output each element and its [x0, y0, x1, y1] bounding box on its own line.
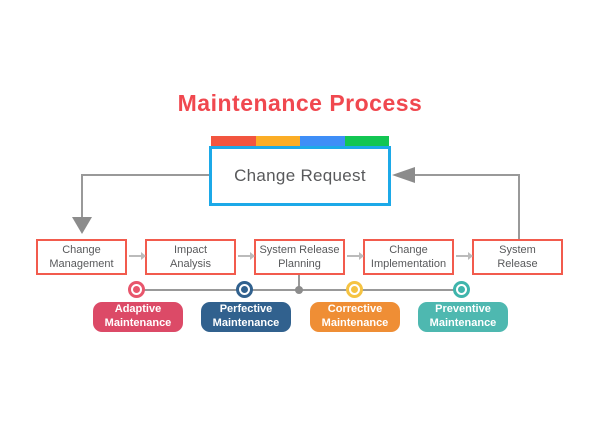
step-label-line: Management [49, 258, 114, 270]
flow-arrow-left-horizontal [81, 174, 209, 176]
pill-preventive-maintenance: Preventive Maintenance [418, 302, 508, 332]
step-change-implementation: Change Implementation [363, 239, 454, 275]
marker-dot [133, 286, 140, 293]
step-change-management: Change Management [36, 239, 127, 275]
step-label-line: Impact [173, 243, 207, 256]
step-connector-dash [456, 255, 468, 257]
pill-label-line: Maintenance [429, 317, 497, 329]
pill-label-line: Maintenance [321, 317, 389, 329]
step-label-line: Change [389, 243, 428, 256]
pill-adaptive-maintenance: Adaptive Maintenance [93, 302, 183, 332]
pill-perfective-maintenance: Perfective Maintenance [201, 302, 291, 332]
pill-label-line: Corrective [327, 303, 383, 316]
step-label-line: Planning [278, 258, 321, 270]
step-system-release-planning: System Release Planning [254, 239, 345, 275]
pill-label-line: Preventive [435, 303, 491, 316]
timeline-marker-preventive [453, 281, 470, 298]
timeline-junction-dot [295, 286, 303, 294]
timeline-marker-perfective [236, 281, 253, 298]
step-label-line: Implementation [370, 258, 447, 270]
flow-arrow-left-vertical [81, 174, 83, 217]
flow-arrow-right-vertical [518, 174, 520, 239]
marker-dot [458, 286, 465, 293]
step-impact-analysis: Impact Analysis [145, 239, 236, 275]
arrowhead-down-icon [72, 217, 92, 234]
page-title: Maintenance Process [177, 90, 423, 116]
change-request-box: Change Request [209, 146, 391, 206]
arrowhead-left-icon [392, 167, 415, 183]
timeline-marker-adaptive [128, 281, 145, 298]
change-request-color-bar [211, 136, 389, 146]
color-bar-segment-green [344, 136, 389, 146]
step-label-line: System [499, 243, 536, 256]
step-connector-arrow-icon [250, 252, 255, 260]
pill-label-line: Maintenance [104, 317, 172, 329]
planning-timeline-stem [298, 275, 300, 290]
color-bar-segment-red [211, 136, 256, 146]
step-connector-dash [129, 255, 141, 257]
step-connector-dash [238, 255, 250, 257]
step-connector-arrow-icon [468, 252, 473, 260]
step-connector-dash [347, 255, 359, 257]
step-label-line: Change [62, 243, 101, 256]
step-connector-arrow-icon [359, 252, 364, 260]
marker-dot [241, 286, 248, 293]
step-connector-arrow-icon [141, 252, 146, 260]
marker-dot [351, 286, 358, 293]
step-label-line: Release [497, 258, 538, 270]
pill-label-line: Maintenance [212, 317, 280, 329]
pill-corrective-maintenance: Corrective Maintenance [310, 302, 400, 332]
step-label-line: System Release [259, 243, 340, 256]
pill-label-line: Adaptive [114, 303, 162, 316]
color-bar-segment-orange [255, 136, 300, 146]
timeline-marker-corrective [346, 281, 363, 298]
pill-label-line: Perfective [219, 303, 273, 316]
flow-arrow-right-horizontal [415, 174, 520, 176]
color-bar-segment-blue [300, 136, 345, 146]
step-system-release: System Release [472, 239, 563, 275]
step-label-line: Analysis [170, 258, 211, 270]
